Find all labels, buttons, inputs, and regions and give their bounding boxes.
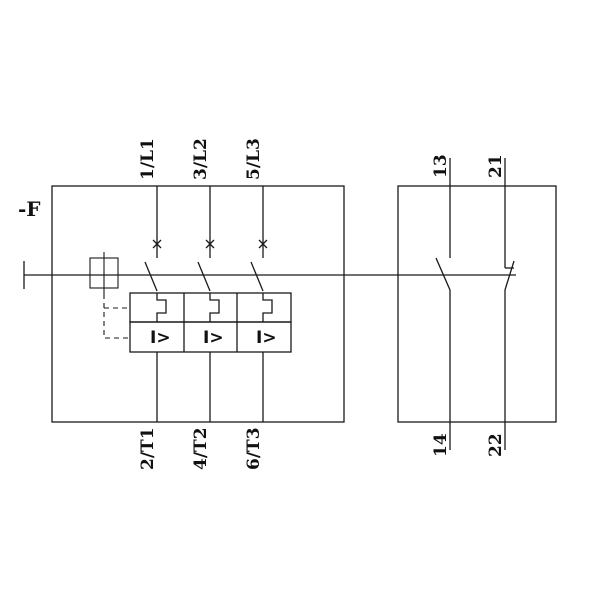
release-dashed-linkage bbox=[103, 294, 130, 339]
pole-2-switch-blade bbox=[197, 261, 211, 292]
pole-3-trip-symbol: I> bbox=[256, 328, 277, 348]
main-poles-group: I> 1/L1 2/T1 I> 3/L2 4/T2 I> 5/L3 6/T3 bbox=[138, 138, 277, 470]
pole-2-trip-symbol: I> bbox=[203, 328, 224, 348]
pole-3-cross-mark bbox=[258, 239, 268, 249]
pole-2-load-terminal-label: 4/T2 bbox=[191, 427, 211, 470]
no-contact-blade bbox=[435, 257, 451, 291]
auxiliary-contacts-group: 13 14 21 22 bbox=[431, 154, 515, 457]
nc-contact-blade bbox=[504, 260, 515, 291]
pole-1-line-terminal-label: 1/L1 bbox=[138, 138, 158, 180]
auxiliary-contact-enclosure bbox=[397, 185, 557, 423]
pole-3-line-terminal-label: 5/L3 bbox=[244, 138, 264, 180]
pole-1-switch-blade bbox=[144, 261, 158, 292]
device-reference-label: -F bbox=[18, 197, 41, 221]
pole-3-switch-blade bbox=[250, 261, 264, 292]
aux-bottom-terminal-label: 14 bbox=[431, 433, 451, 457]
pole-2-thermal-symbol bbox=[209, 293, 220, 322]
pole-1-load-terminal-label: 2/T1 bbox=[138, 427, 158, 470]
aux-contact-21-22: 21 22 bbox=[486, 154, 515, 457]
main-pole-3: I> 5/L3 6/T3 bbox=[244, 138, 277, 470]
pole-1-thermal-symbol bbox=[156, 293, 167, 322]
main-breaker-enclosure bbox=[51, 185, 345, 423]
pole-1-trip-symbol: I> bbox=[150, 328, 171, 348]
pole-2-line-terminal-label: 3/L2 bbox=[191, 138, 211, 180]
aux-bottom-terminal-label: 22 bbox=[486, 433, 506, 457]
pole-3-thermal-symbol bbox=[262, 293, 273, 322]
pole-1-cross-mark bbox=[152, 239, 162, 249]
aux-top-terminal-label: 13 bbox=[431, 154, 451, 178]
main-pole-1: I> 1/L1 2/T1 bbox=[138, 138, 171, 470]
pole-2-cross-mark bbox=[205, 239, 215, 249]
main-pole-2: I> 3/L2 4/T2 bbox=[191, 138, 224, 470]
aux-top-terminal-label: 21 bbox=[486, 154, 506, 178]
aux-contact-13-14: 13 14 bbox=[431, 154, 451, 457]
pole-3-load-terminal-label: 6/T3 bbox=[244, 427, 264, 470]
